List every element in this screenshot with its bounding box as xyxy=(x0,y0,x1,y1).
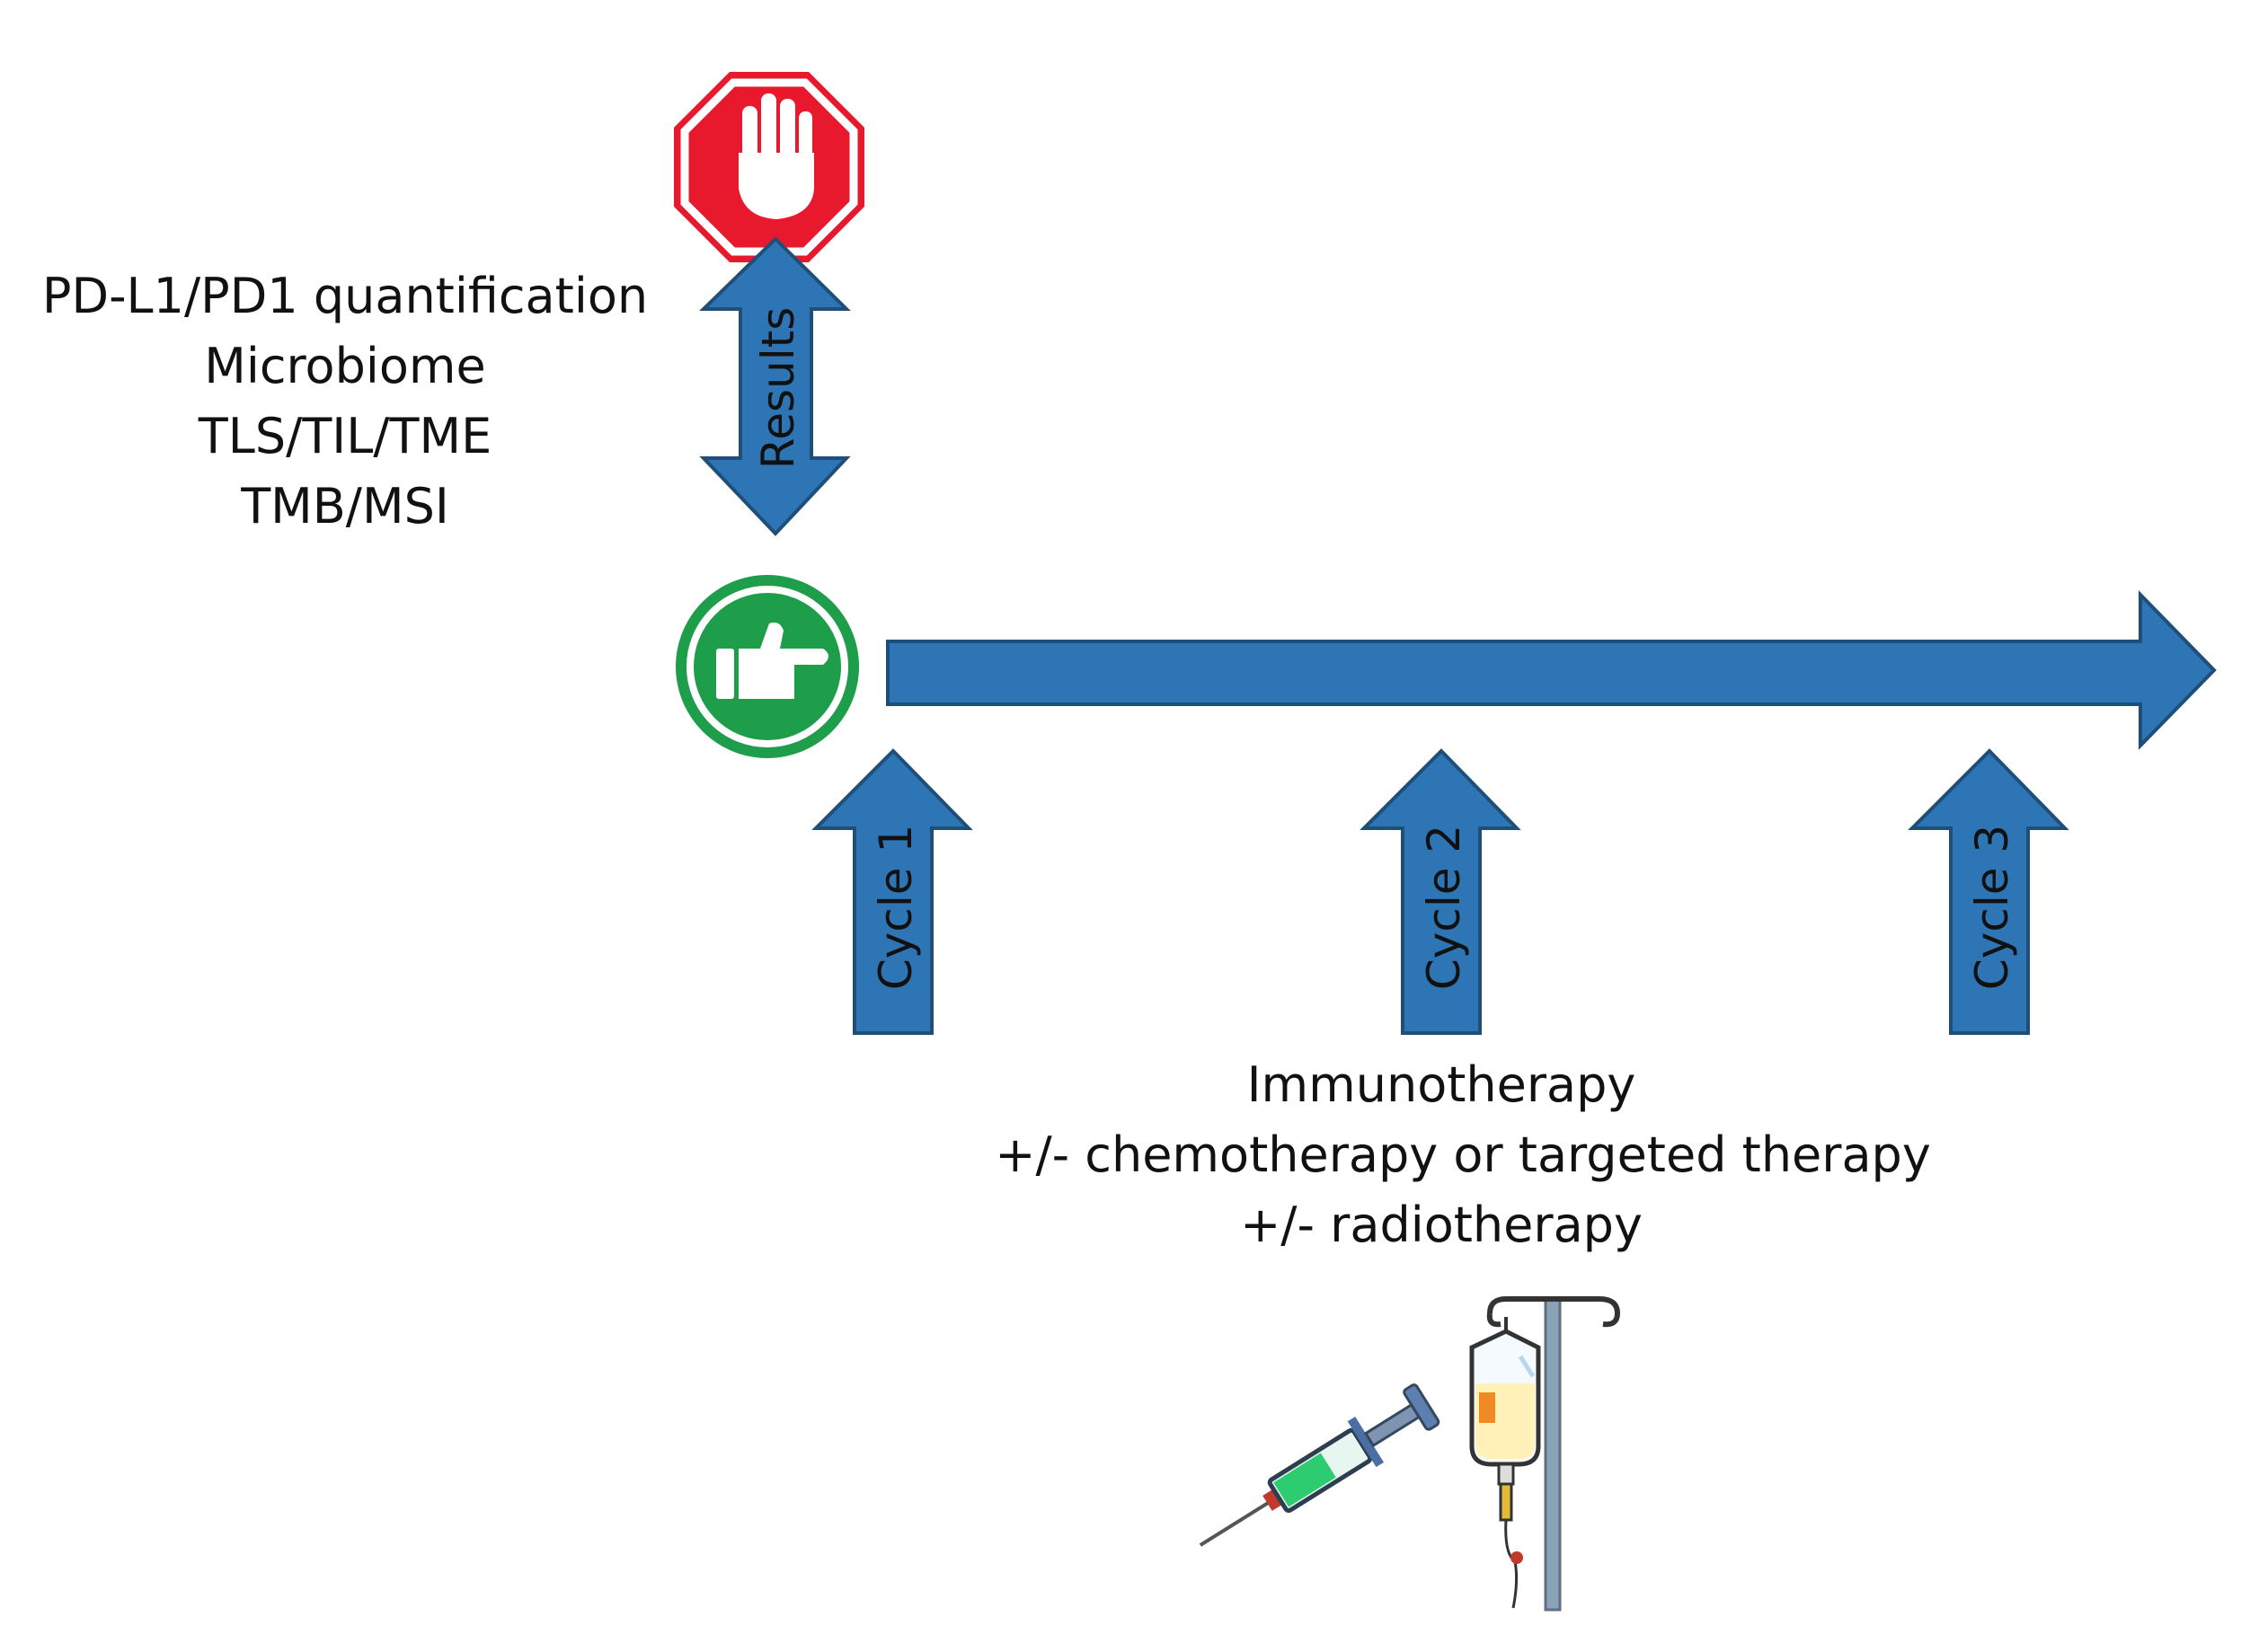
cycle-label: Cycle 3 xyxy=(1966,825,2018,990)
results-label: Results xyxy=(752,307,804,470)
cycle-arrow: Cycle 3 xyxy=(1908,748,2069,1035)
biomarker-line: TLS/TIL/TME xyxy=(198,408,492,464)
biomarker-line: Microbiome xyxy=(204,338,485,394)
thumbs-up-go-icon xyxy=(676,575,859,758)
timeline-arrow xyxy=(886,590,2217,750)
iv-drip-icon xyxy=(1469,1296,1621,1612)
biomarker-line: PD-L1/PD1 quantification xyxy=(42,268,648,324)
therapy-line: +/- chemotherapy or targeted therapy xyxy=(995,1126,1931,1183)
cycle-arrow: Cycle 1 xyxy=(811,748,973,1035)
cycle-label: Cycle 1 xyxy=(870,825,922,990)
results-double-arrow: Results xyxy=(699,236,851,536)
syringe-icon xyxy=(1199,1383,1440,1547)
cycle-label: Cycle 2 xyxy=(1418,825,1470,990)
biomarker-line: TMB/MSI xyxy=(240,478,449,534)
therapy-line: Immunotherapy xyxy=(1247,1056,1636,1113)
therapy-line: +/- radiotherapy xyxy=(1240,1197,1643,1253)
biomarker-list: PD-L1/PD1 quantification Microbiome TLS/… xyxy=(42,268,648,534)
therapy-description: Immunotherapy +/- chemotherapy or target… xyxy=(995,1056,1931,1253)
cycle-arrow: Cycle 2 xyxy=(1360,748,1521,1035)
stop-hand-icon xyxy=(674,72,864,262)
